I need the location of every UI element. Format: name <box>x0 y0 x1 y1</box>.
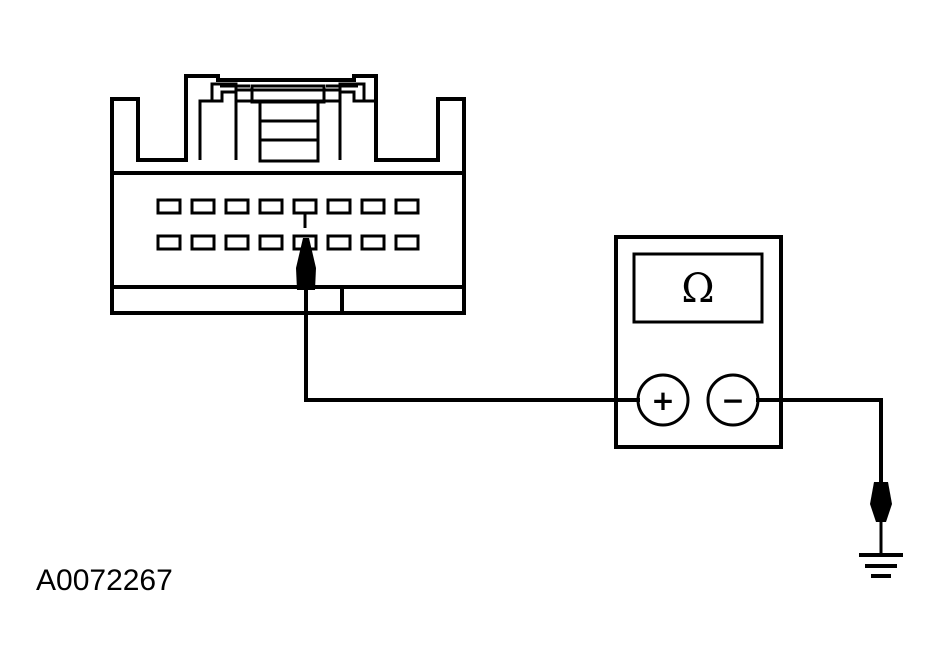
pin-cavity[interactable] <box>224 198 250 215</box>
connector-housing <box>110 74 466 315</box>
pin-cavity[interactable] <box>156 198 182 215</box>
multimeter-body <box>614 235 783 449</box>
pin-cavity[interactable] <box>360 198 386 215</box>
pin-row-top <box>156 198 420 215</box>
figure-id: A0072267 <box>36 564 173 597</box>
positive-test-lead <box>304 278 640 402</box>
pin-cavity[interactable] <box>258 198 284 215</box>
pin-cavity[interactable] <box>224 234 250 251</box>
pin-cavity[interactable] <box>394 198 420 215</box>
pin-row-bottom <box>156 234 420 251</box>
connector <box>110 74 466 315</box>
pin-cavity[interactable] <box>258 234 284 251</box>
negative-test-lead <box>756 398 883 484</box>
negative-terminal-symbol: − <box>721 384 744 417</box>
pin-cavity[interactable] <box>190 234 216 251</box>
positive-probe <box>296 238 316 290</box>
pin-cavity[interactable] <box>190 198 216 215</box>
pin-cavity[interactable] <box>360 234 386 251</box>
positive-terminal-symbol: + <box>651 384 674 417</box>
test-leads <box>296 238 903 578</box>
ground-symbol <box>859 553 903 578</box>
pin-cavity[interactable] <box>156 234 182 251</box>
pin-cavity[interactable] <box>326 234 352 251</box>
pin-cavity[interactable] <box>394 234 420 251</box>
multimeter-display <box>632 252 764 324</box>
ground-clip <box>870 482 892 522</box>
multimeter: Ω + − <box>614 235 783 449</box>
ohm-symbol: Ω <box>681 266 714 312</box>
positive-terminal[interactable]: + <box>636 373 690 427</box>
pin-cavity[interactable] <box>292 198 318 215</box>
connector-latch <box>198 82 378 163</box>
negative-terminal[interactable]: − <box>706 373 760 427</box>
pin-cavity[interactable] <box>326 198 352 215</box>
